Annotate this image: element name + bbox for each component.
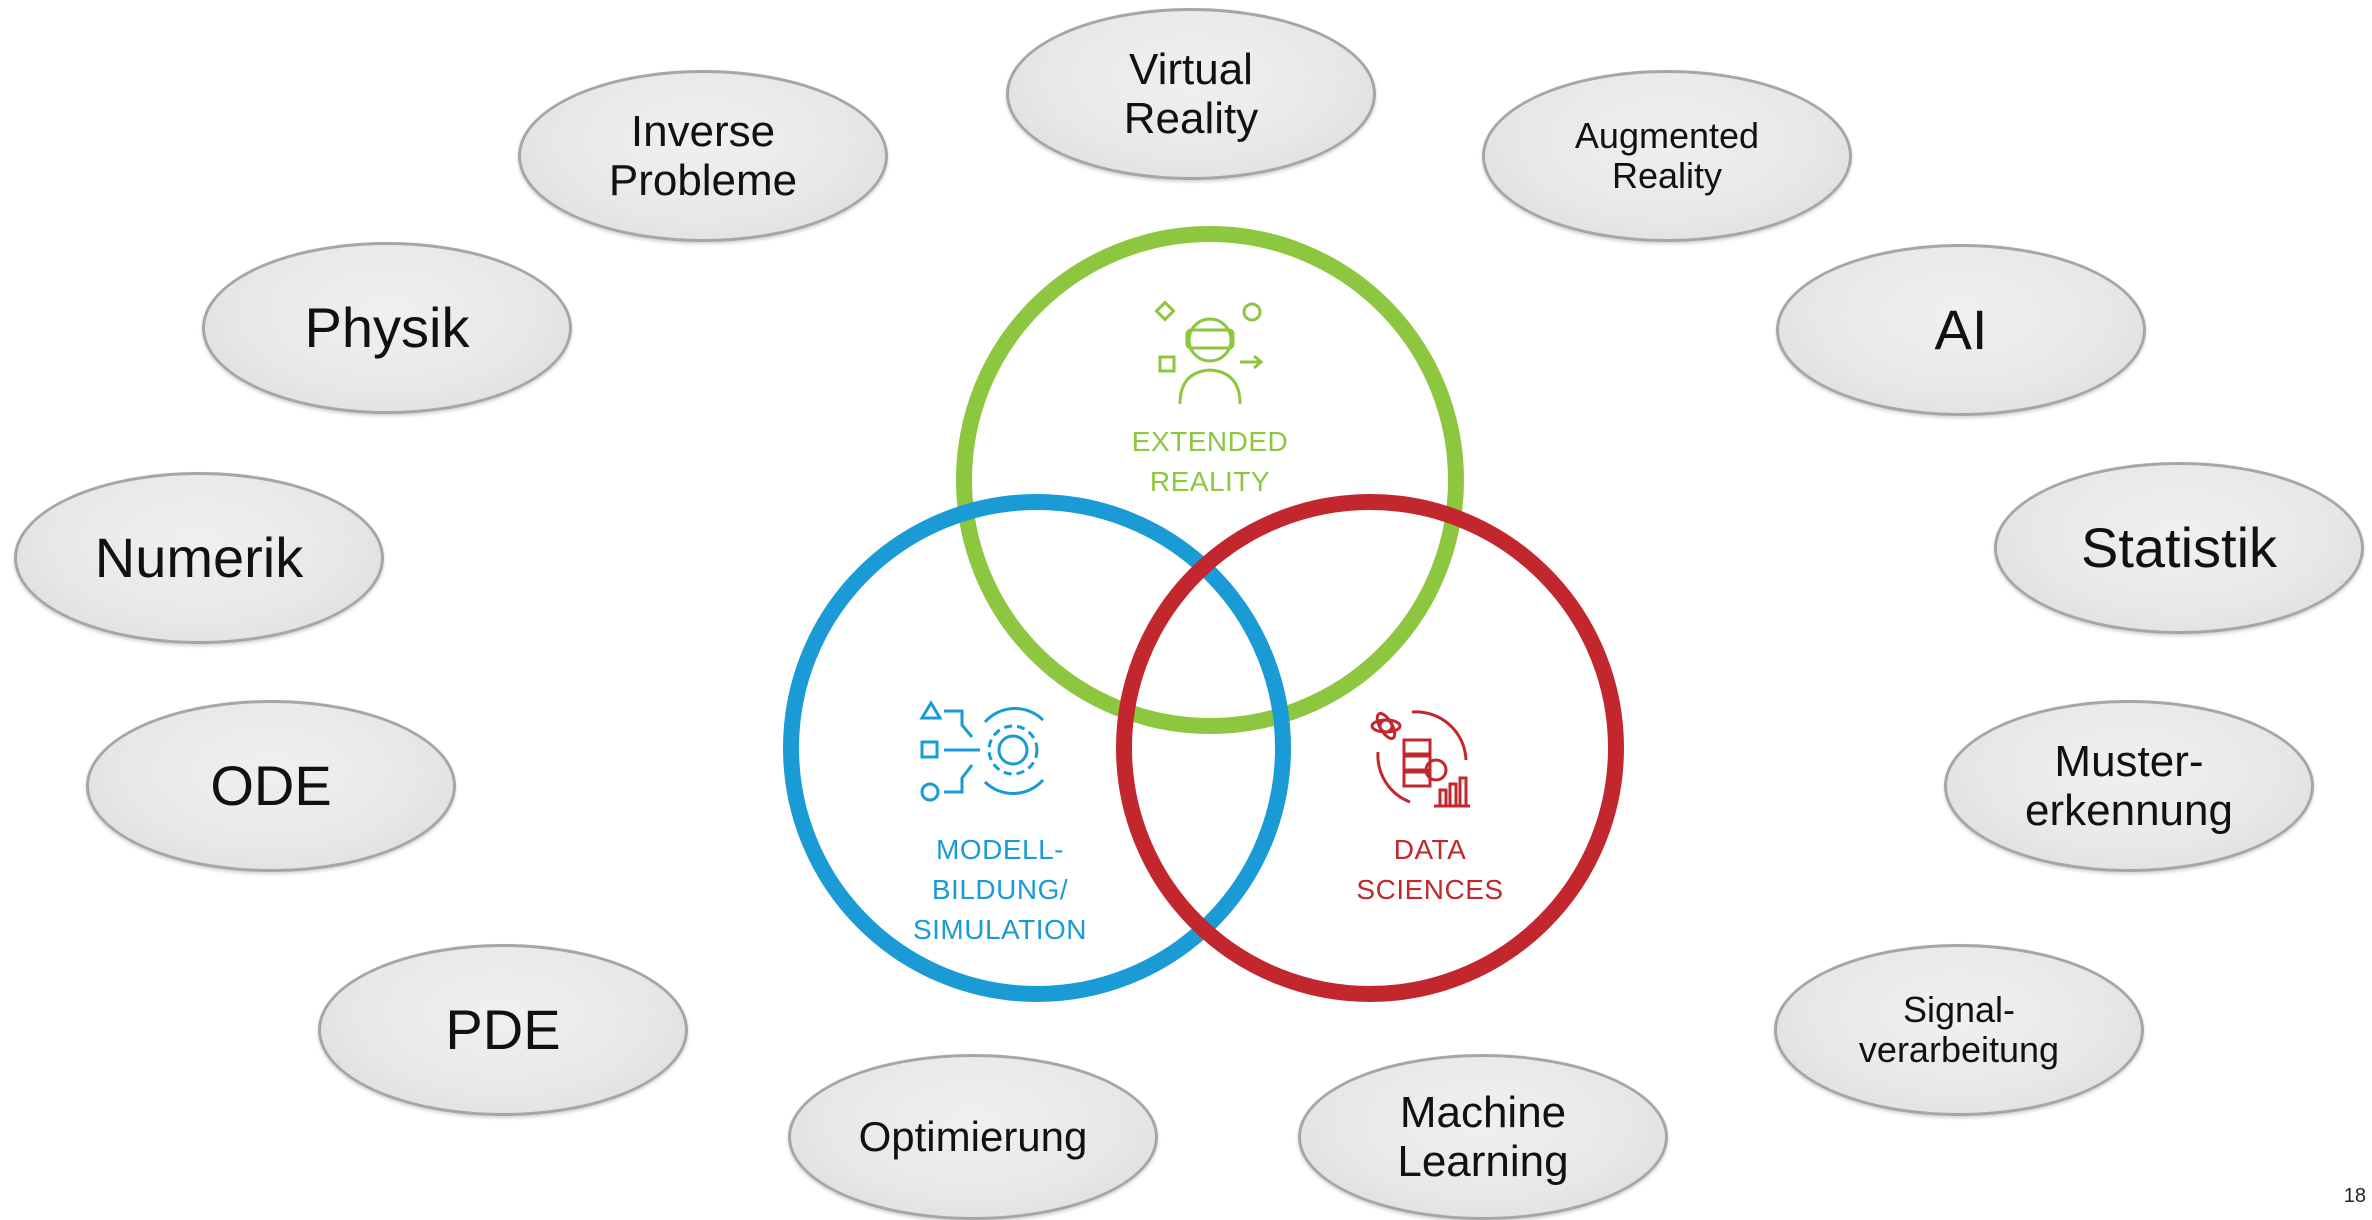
bubble-label: ODE (210, 753, 332, 817)
bubble-machine-learning: Machine Learning (1298, 1054, 1668, 1220)
extended-reality-label: EXTENDED REALITY (1131, 426, 1289, 497)
bubble-optimierung: Optimierung (788, 1054, 1158, 1220)
bubble-label: AI (1934, 297, 1988, 361)
bubble-label: Numerik (94, 525, 304, 589)
page-number: 18 (2343, 1185, 2366, 1207)
bubble-label: Optimierung (858, 1113, 1088, 1161)
bubble-augmented-reality: Augmented Reality (1482, 70, 1852, 242)
bubble-label: Statistik (2080, 515, 2278, 579)
data-sciences-circle (1116, 494, 1624, 1002)
bubble-mustererkennung: Muster- erkennung (1944, 700, 2314, 872)
bubble-ode: ODE (86, 700, 456, 872)
modellbildung-label: MODELL- BILDUNG/ SIMULATION (912, 834, 1088, 945)
bubble-label: PDE (445, 997, 561, 1061)
bubble-label: Physik (304, 295, 470, 359)
bubble-label: Signal- verarbeitung (1858, 988, 2060, 1070)
modellbildung-circle (783, 494, 1291, 1002)
bubble-label: Inverse Probleme (608, 106, 798, 205)
bubble-inverse-probleme: Inverse Probleme (518, 70, 888, 242)
data-sciences-label: DATA SCIENCES (1356, 834, 1504, 905)
bubble-virtual-reality: Virtual Reality (1006, 8, 1376, 180)
bubble-label: Muster- erkennung (2025, 736, 2233, 835)
bubble-label: Virtual Reality (1123, 44, 1259, 143)
bubble-statistik: Statistik (1994, 462, 2364, 634)
bubble-label: Augmented Reality (1574, 114, 1760, 196)
bubble-pde: PDE (318, 944, 688, 1116)
vr-headset-person-icon (1154, 300, 1264, 405)
bubble-signalverarbeitung: Signal- verarbeitung (1774, 944, 2144, 1116)
extended-reality-circle (956, 226, 1464, 734)
data-server-chart-icon (1370, 710, 1470, 808)
bubble-physik: Physik (202, 242, 572, 414)
bubble-label: Machine Learning (1397, 1087, 1569, 1186)
bubble-ai: AI (1776, 244, 2146, 416)
shapes-to-gear-icon (919, 700, 1045, 802)
bubble-numerik: Numerik (14, 472, 384, 644)
